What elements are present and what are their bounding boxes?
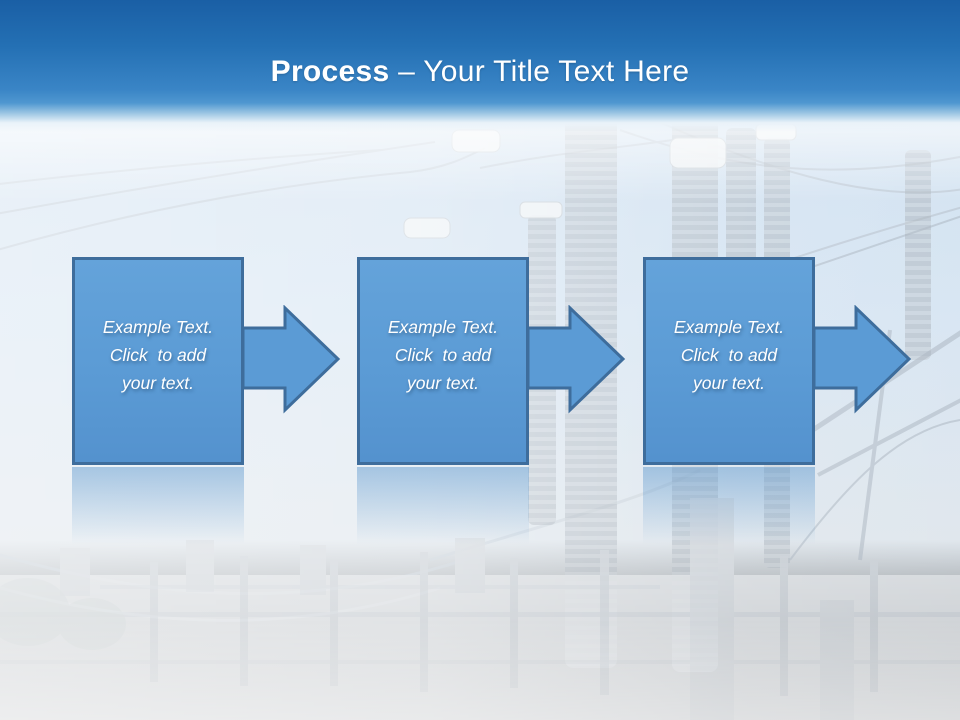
step-text-placeholder[interactable]: Example Text. Click to add your text.: [102, 317, 214, 393]
step-text-placeholder[interactable]: Example Text. Click to add your text.: [387, 317, 499, 393]
box-reflection: [357, 467, 529, 555]
slide-title-keyword: Process: [270, 55, 390, 88]
process-step-box-3[interactable]: Example Text. Click to add your text.: [643, 257, 815, 465]
process-step-box-1[interactable]: Example Text. Click to add your text.: [72, 257, 244, 465]
box-reflection: [643, 467, 815, 555]
arrow-right-shape: [242, 305, 341, 414]
arrow-right-shape: [813, 305, 912, 414]
box-reflection: [72, 467, 244, 555]
slide-title-rest: – Your Title Text Here: [389, 55, 690, 88]
arrow-right-shape: [527, 305, 626, 414]
slide-title[interactable]: Process – Your Title Text Here: [271, 55, 690, 89]
step-text-placeholder[interactable]: Example Text. Click to add your text.: [673, 317, 785, 393]
slide-title-bar: Process – Your Title Text Here: [0, 0, 960, 132]
process-step-box-2[interactable]: Example Text. Click to add your text.: [357, 257, 529, 465]
